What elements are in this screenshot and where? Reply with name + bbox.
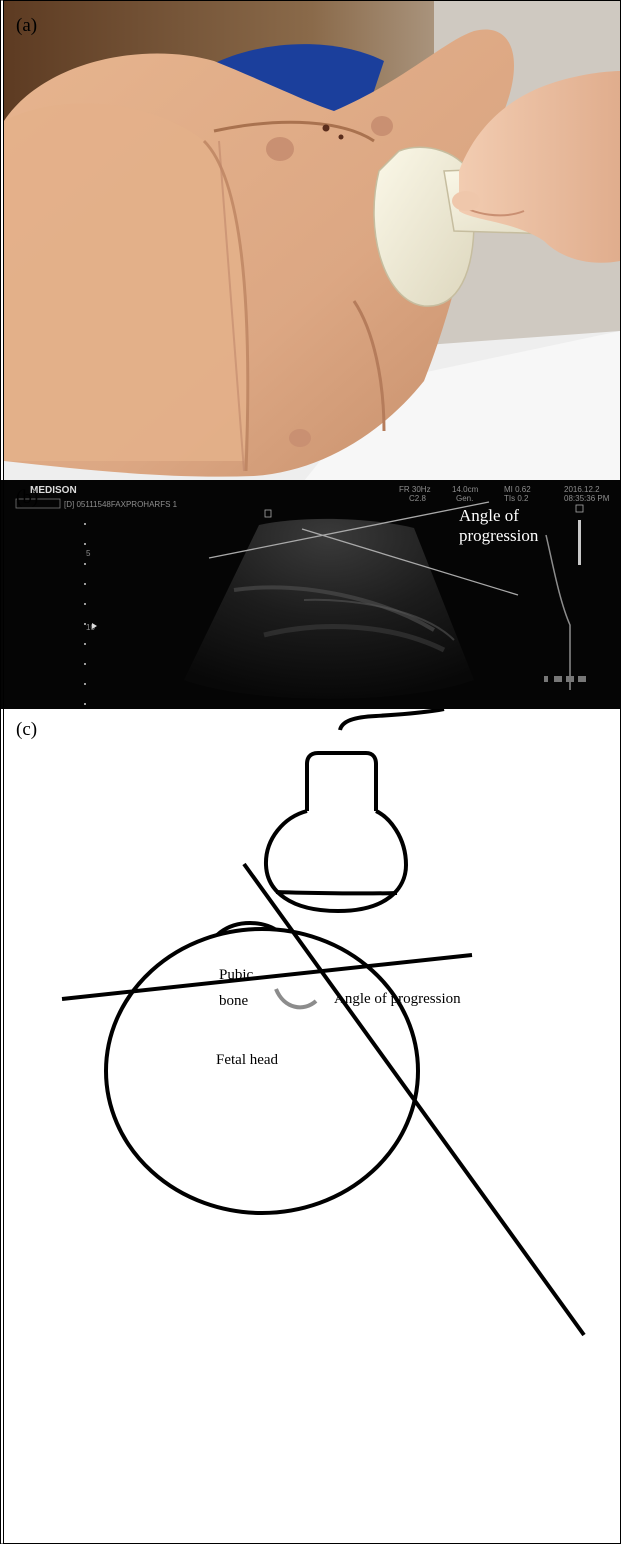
header-col2-a: 14.0cm <box>452 485 479 494</box>
patient-id-text: [D] 05111548FAXPROHARFS 1 <box>64 500 178 509</box>
header-col2-b: Gen. <box>456 494 473 503</box>
grayscale-bar <box>578 520 581 565</box>
header-col4-b: 08:35:36 PM <box>564 494 610 503</box>
angle-annotation-b-line2: progression <box>459 526 538 546</box>
angle-annotation-b-line1: Angle of <box>459 506 538 526</box>
fetal-head-label: Fetal head <box>216 1052 278 1069</box>
probe-head <box>266 811 406 911</box>
header-col1-b: C2.8 <box>409 494 426 503</box>
header-col4-a: 2016.12.2 <box>564 485 600 494</box>
panel-a-label: (a) <box>16 15 37 37</box>
probe-face <box>276 892 397 893</box>
header-col1-a: FR 30Hz <box>399 485 431 494</box>
simulator-photo-illustration <box>4 1 620 480</box>
panel-b-ultrasound: MEDISON [D] 05111548FAXPROHARFS 1 FR 30H… <box>0 480 621 709</box>
header-col3-b: TIs 0.2 <box>504 494 529 503</box>
fetal-head-shape <box>106 929 418 1213</box>
diagram-schematic <box>4 709 620 1544</box>
angle-of-progression-label: Angle of progression <box>334 991 461 1008</box>
pubic-bone-label: Pubic bone <box>219 962 253 1014</box>
depth-marker-5: 5 <box>86 549 91 558</box>
pubic-bone-label-line1: Pubic <box>219 962 253 988</box>
pubic-bone-label-line2: bone <box>219 988 253 1014</box>
panel-a-photo: (a) <box>0 0 621 480</box>
probe-handle <box>307 753 376 817</box>
panel-c-diagram: (c) Pubic bone Angle of progression Feta… <box>0 709 621 1544</box>
header-col3-a: MI 0.62 <box>504 485 531 494</box>
panel-c-label: (c) <box>16 719 37 741</box>
angle-annotation-b: Angle of progression <box>459 506 538 546</box>
probe-cable <box>340 709 444 730</box>
panel-b-label: (b) <box>16 487 38 509</box>
